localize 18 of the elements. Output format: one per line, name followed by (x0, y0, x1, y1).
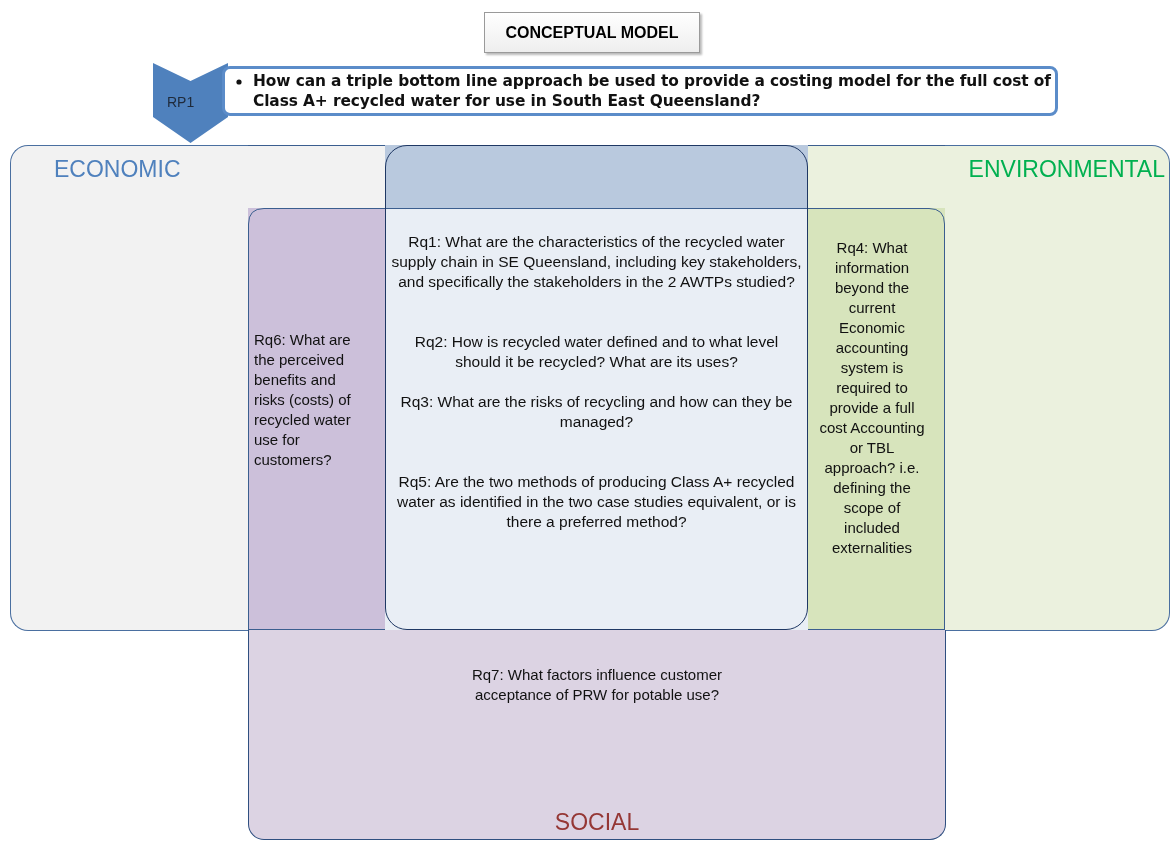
research-question-text: How can a triple bottom line approach be used to provide a costing model for the full cost of Class A+ recycled water for use in South East Queensland? (253, 71, 1052, 111)
question-text: Rq7: What factors influence customer acceptance of PRW for potable use? (470, 665, 724, 705)
category-heading: ECONOMIC (54, 155, 181, 183)
question-text: Rq2: How is recycled water defined and to what level should it be recycled? What are its uses? (413, 332, 780, 372)
category-heading: ENVIRONMENTAL (968, 155, 1165, 183)
research-question-box (222, 66, 1058, 116)
core-questions-box (385, 145, 808, 630)
research-problem-label: RP1 (167, 93, 195, 112)
social-box (248, 630, 946, 840)
title-box: CONCEPTUAL MODEL (484, 12, 700, 53)
economic-box (10, 145, 248, 631)
question-text: Rq3: What are the risks of recycling and how can they be managed? (399, 392, 794, 432)
question-text: Rq4: What information beyond the current Economic accounting system is required to provide a full cost Accounting or TBL approach? i.e. defining the scope of included externalities (818, 238, 926, 558)
question-text: Rq1: What are the characteristics of the recycled water supply chain in SE Queensland, including key stakeholders, and specifically the stakeholders in the 2 AWTPs studied? (391, 232, 802, 292)
environmental-box (945, 145, 1170, 631)
question-text: Rq5: Are the two methods of producing Class A+ recycled water as identified in the two case studies equivalent, or is there a preferred method? (396, 472, 797, 532)
question-text: Rq6: What are the perceived benefits and risks (costs) of recycled water use for customers? (254, 330, 352, 470)
category-heading: SOCIAL (553, 808, 641, 836)
